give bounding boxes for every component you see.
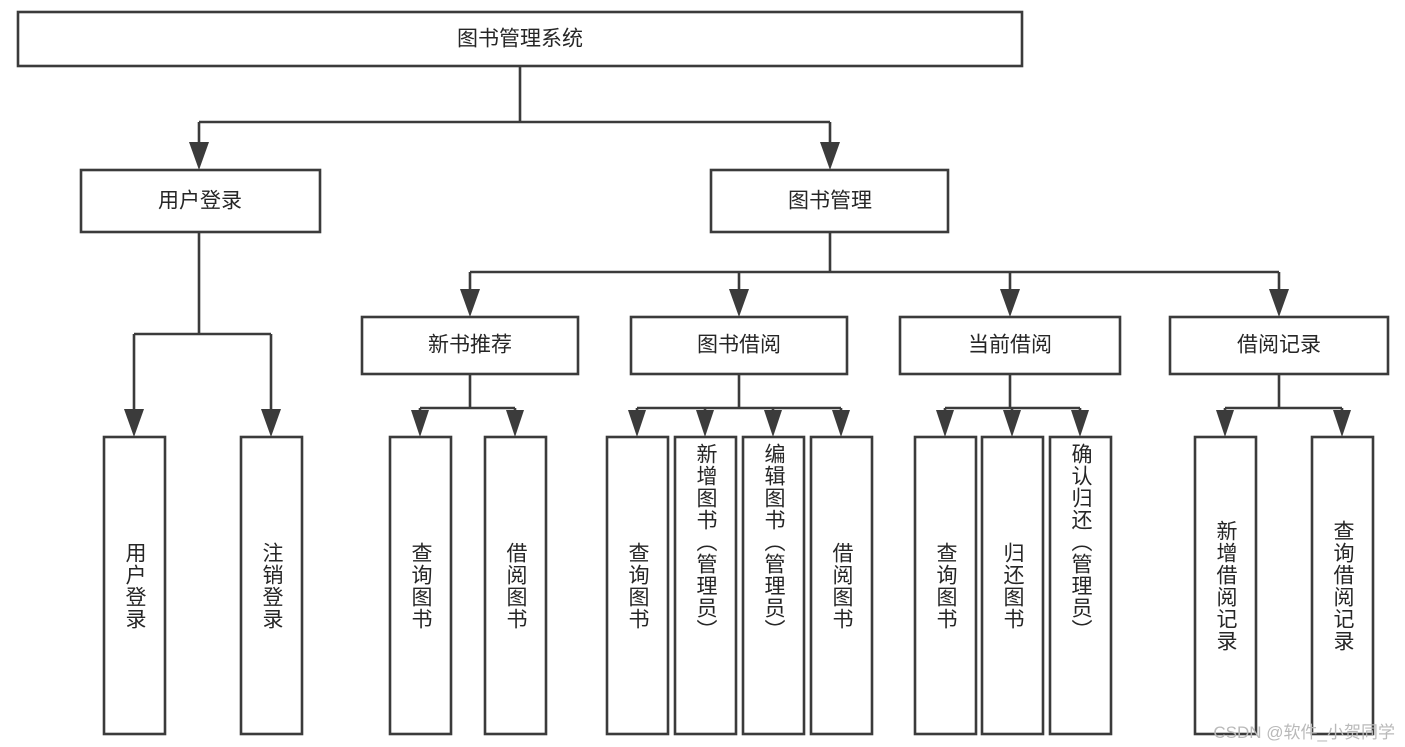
node-new-book-rec[interactable] [360, 315, 580, 376]
arrow-head-icon [696, 410, 714, 437]
node-leaf-confirm-return[interactable] [1048, 435, 1113, 736]
csdn-watermark: CSDN @软件_小贺同学 [1213, 723, 1395, 742]
node-leaf-add-record[interactable] [1193, 435, 1258, 736]
arrow-head-icon [1269, 289, 1289, 317]
node-leaf-borrow-book-2[interactable] [809, 435, 874, 736]
node-group: 图书管理系统 用户登录 图书管理 新书推荐 图书借阅 当前借阅 借阅记录 [16, 10, 1390, 736]
node-borrow-record[interactable] [1168, 315, 1390, 376]
node-book-borrow-label: 图书借阅 [697, 334, 781, 357]
node-current-borrow-label: 当前借阅 [968, 334, 1052, 357]
node-leaf-borrow-book-1[interactable] [483, 435, 548, 736]
node-leaf-query-book-2[interactable] [605, 435, 670, 736]
arrow-head-icon [764, 410, 782, 437]
node-leaf-add-book[interactable] [673, 435, 738, 736]
node-leaf-logout-login[interactable] [239, 435, 304, 736]
arrow-head-icon [936, 410, 954, 437]
node-borrow-record-label: 借阅记录 [1237, 334, 1321, 357]
arrow-head-icon [832, 410, 850, 437]
node-book-manage-label: 图书管理 [788, 190, 872, 213]
arrow-head-icon [261, 409, 281, 437]
arrow-head-icon [1000, 289, 1020, 317]
node-leaf-query-book-3[interactable] [913, 435, 978, 736]
node-book-borrow[interactable] [629, 315, 849, 376]
node-leaf-query-record[interactable] [1310, 435, 1375, 736]
connector-group [124, 66, 1351, 437]
arrow-head-icon [1071, 410, 1089, 437]
arrow-head-icon [628, 410, 646, 437]
arrow-head-icon [124, 409, 144, 437]
node-current-borrow[interactable] [898, 315, 1122, 376]
node-user-login-label: 用户登录 [158, 190, 242, 213]
node-root[interactable] [16, 10, 1024, 68]
node-new-book-rec-label: 新书推荐 [428, 334, 512, 357]
arrow-head-icon [411, 410, 429, 437]
node-leaf-edit-book[interactable] [741, 435, 806, 736]
node-leaf-return-book[interactable] [980, 435, 1045, 736]
arrow-head-icon [729, 289, 749, 317]
node-user-login[interactable] [79, 168, 322, 234]
node-book-manage[interactable] [709, 168, 950, 234]
arrow-head-icon [460, 289, 480, 317]
arrow-head-icon [506, 410, 524, 437]
node-leaf-query-book-1[interactable] [388, 435, 453, 736]
node-leaf-user-login[interactable] [102, 435, 167, 736]
node-root-label: 图书管理系统 [457, 28, 583, 51]
arrow-head-icon [189, 142, 209, 170]
arrow-head-icon [820, 142, 840, 170]
arrow-head-icon [1333, 410, 1351, 437]
arrow-head-icon [1216, 410, 1234, 437]
arrow-head-icon [1003, 410, 1021, 437]
